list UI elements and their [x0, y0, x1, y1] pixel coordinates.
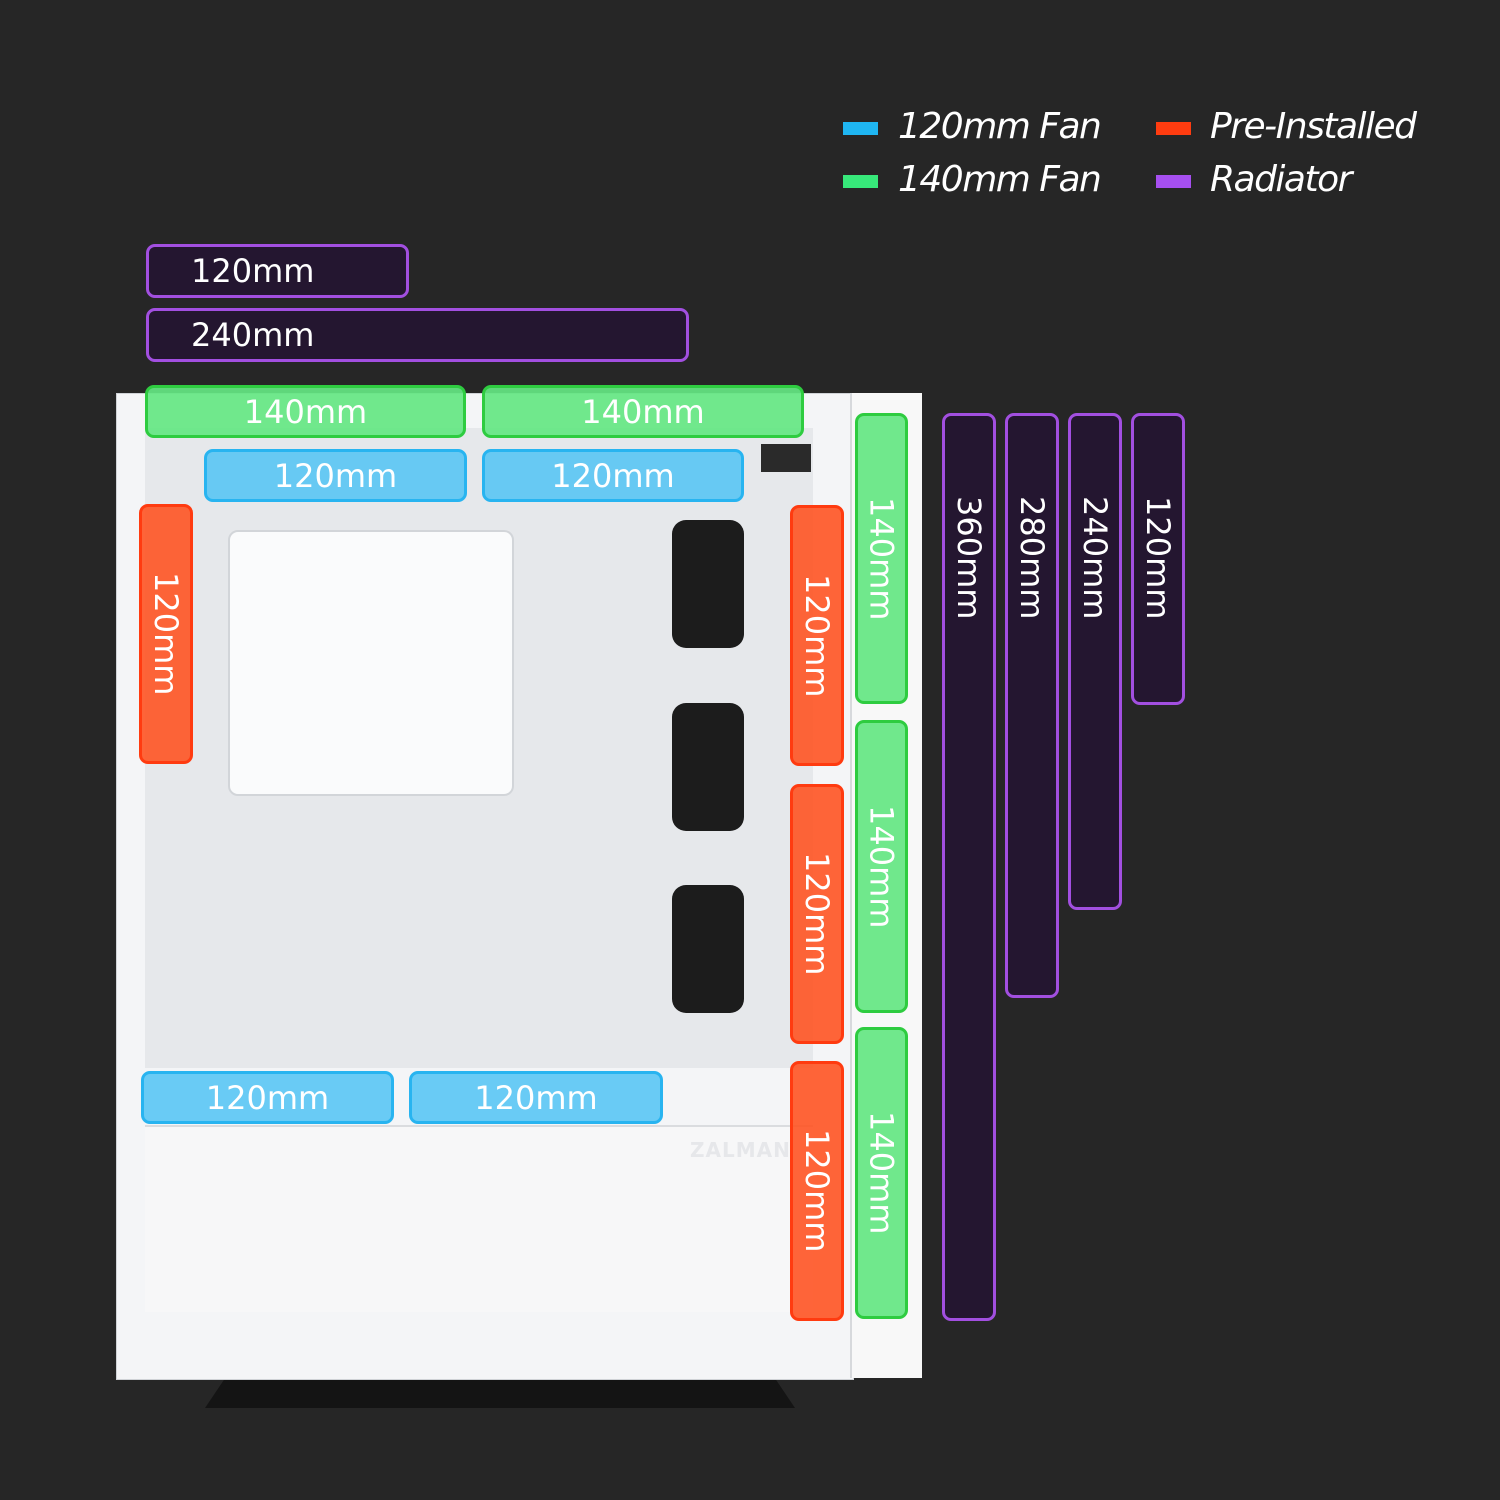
- legend-swatch-radiator: [1156, 175, 1191, 188]
- size-label: 120mm: [551, 456, 675, 495]
- cpu-cutout: [228, 530, 514, 796]
- size-label: 140mm: [862, 1111, 901, 1235]
- size-label: 120mm: [191, 252, 315, 290]
- top-fan-140mm: 140mm: [145, 385, 466, 438]
- radiator-front-240mm: 240mm: [1068, 413, 1122, 910]
- drive-bay: [672, 520, 744, 648]
- io-cutout: [761, 444, 811, 472]
- top-fan-120mm: 120mm: [204, 449, 467, 502]
- legend-label: Pre-Installed: [1210, 106, 1417, 147]
- rear-fan-preinstalled-120mm: 120mm: [139, 504, 193, 764]
- bottom-fan-120mm: 120mm: [141, 1071, 394, 1124]
- size-label: 120mm: [205, 1078, 330, 1117]
- radiator-front-360mm: 360mm: [942, 413, 996, 1321]
- front-fan-140mm: 140mm: [855, 720, 908, 1013]
- size-label: 280mm: [1013, 496, 1051, 620]
- size-label: 360mm: [950, 496, 988, 620]
- size-label: 140mm: [862, 496, 901, 621]
- bottom-fan-120mm: 120mm: [409, 1071, 663, 1124]
- size-label: 140mm: [243, 392, 368, 431]
- legend-swatch-120mm-fan: [843, 122, 878, 135]
- size-label: 140mm: [862, 804, 901, 929]
- radiator-top-120mm: 120mm: [146, 244, 409, 298]
- radiator-top-240mm: 240mm: [146, 308, 689, 362]
- size-label: 120mm: [474, 1078, 598, 1117]
- size-label: 120mm: [1139, 496, 1177, 620]
- top-fan-120mm: 120mm: [482, 449, 744, 502]
- top-fan-140mm: 140mm: [482, 385, 804, 438]
- drive-bay: [672, 885, 744, 1013]
- front-fan-140mm: 140mm: [855, 1027, 908, 1319]
- drive-bay: [672, 703, 744, 831]
- size-label: 120mm: [798, 573, 836, 698]
- size-label: 120mm: [273, 456, 398, 495]
- radiator-front-280mm: 280mm: [1005, 413, 1059, 998]
- front-fan-preinstalled-120mm: 120mm: [790, 1061, 844, 1321]
- legend-swatch-140mm-fan: [843, 175, 878, 188]
- psu-shroud: [145, 1125, 813, 1312]
- size-label: 120mm: [147, 572, 185, 696]
- front-fan-preinstalled-120mm: 120mm: [790, 784, 844, 1044]
- legend-label: 140mm Fan: [898, 159, 1102, 200]
- size-label: 240mm: [191, 316, 315, 354]
- radiator-front-120mm: 120mm: [1131, 413, 1185, 705]
- legend-label: 120mm Fan: [898, 106, 1102, 147]
- size-label: 240mm: [1076, 496, 1114, 620]
- front-fan-140mm: 140mm: [855, 413, 908, 704]
- size-label: 140mm: [581, 392, 705, 431]
- size-label: 120mm: [798, 852, 836, 976]
- size-label: 120mm: [798, 1129, 836, 1253]
- legend-swatch-pre-installed: [1156, 122, 1191, 135]
- front-fan-preinstalled-120mm: 120mm: [790, 505, 844, 766]
- legend-label: Radiator: [1210, 159, 1352, 200]
- case-brand-logo: ZALMAN: [690, 1138, 791, 1162]
